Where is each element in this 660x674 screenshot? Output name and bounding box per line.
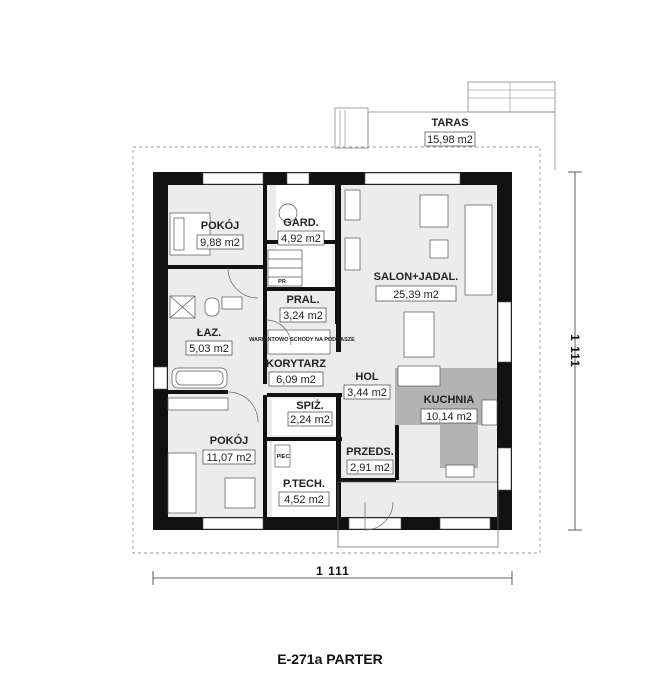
room-name-pokoj-top: POKÓJ xyxy=(201,219,240,232)
room-name-taras: TARAS xyxy=(431,117,468,129)
room-name-gard: GARD. xyxy=(283,217,318,229)
room-area-salon: 25,39 m2 xyxy=(393,289,439,301)
room-name-korytarz: KORYTARZ xyxy=(266,358,326,370)
room-area-korytarz: 6,09 m2 xyxy=(276,374,316,386)
room-area-pokoj-bottom: 11,07 m2 xyxy=(206,452,251,464)
area-badges xyxy=(185,131,478,507)
room-name-spiz: SPIŻ. xyxy=(296,399,324,412)
room-area-gard: 4,92 m2 xyxy=(281,233,321,245)
doors xyxy=(227,267,499,548)
room-area-kuchnia: 10,14 m2 xyxy=(426,411,472,423)
room-name-przeds: PRZEDS. xyxy=(346,446,394,458)
fixture-pr: PR xyxy=(278,279,286,285)
room-name-kuchnia: KUCHNIA xyxy=(424,394,475,406)
room-area-pokoj-top: 9,88 m2 xyxy=(200,237,240,249)
terrace xyxy=(334,81,556,170)
room-labels: TARAS 15,98 m2 POKÓJ 9,88 m2 GARD. 4,92 … xyxy=(189,117,474,506)
fixtures xyxy=(167,189,498,514)
dimension-horizontal: 1 111 xyxy=(316,564,350,578)
room-name-hol: HOL xyxy=(355,371,379,383)
room-name-pokoj-bottom: POKÓJ xyxy=(210,434,249,447)
room-area-ptech: 4,52 m2 xyxy=(284,494,324,506)
dimension-lines xyxy=(152,171,582,585)
room-name-ptech: P.TECH. xyxy=(283,478,325,490)
room-area-spiz: 2,24 m2 xyxy=(290,414,330,426)
dimension-vertical: 1 111 xyxy=(568,334,582,368)
room-name-pral: PRAL. xyxy=(287,294,320,306)
room-area-laz: 5,03 m2 xyxy=(189,343,229,355)
room-area-taras: 15,98 m2 xyxy=(427,134,473,146)
room-name-salon: SALON+JADAL. xyxy=(374,271,459,283)
stairs-note: WARIANTOWO SCHODY NA PODDASZE xyxy=(249,337,355,343)
room-area-pral: 3,24 m2 xyxy=(283,310,323,322)
fixture-piec: PIEC xyxy=(277,454,290,460)
roof-outline xyxy=(132,146,541,554)
plan-caption: E-271a PARTER xyxy=(277,651,383,667)
room-area-przeds: 2,91 m2 xyxy=(350,462,390,474)
windows xyxy=(153,172,512,530)
room-area-hol: 3,44 m2 xyxy=(347,387,387,399)
room-name-laz: ŁAZ. xyxy=(197,327,221,339)
